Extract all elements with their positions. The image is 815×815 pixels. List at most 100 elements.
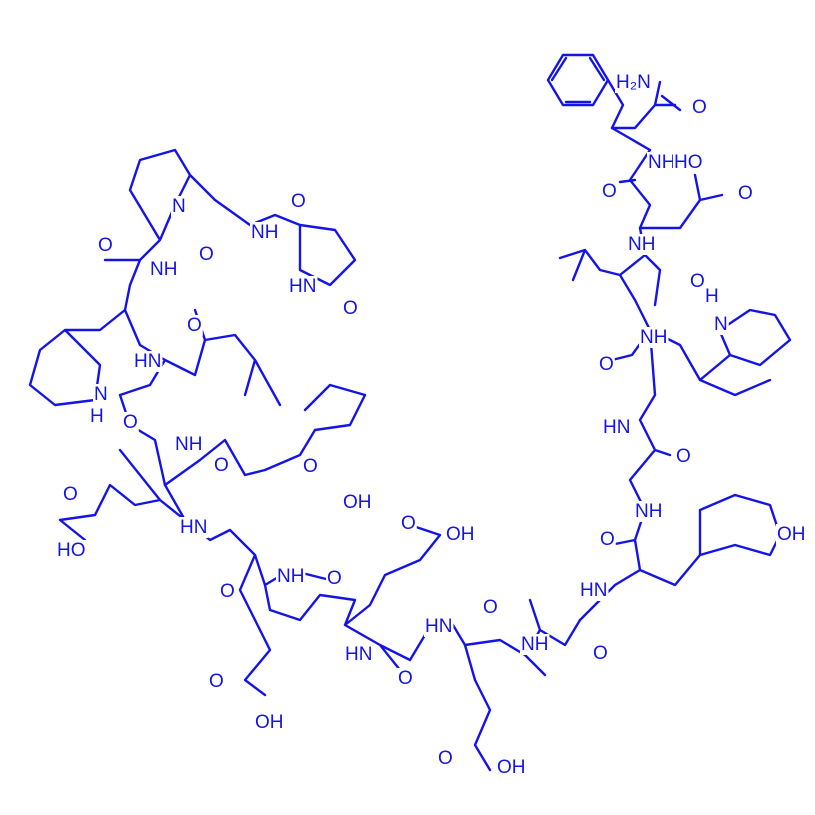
atom-label-background bbox=[579, 580, 609, 601]
atom-label-background bbox=[602, 417, 632, 438]
atom-label: NH bbox=[521, 634, 548, 655]
atom-label: O bbox=[602, 181, 617, 202]
atom-label-background bbox=[93, 384, 109, 405]
atom-label-background bbox=[302, 456, 319, 477]
bond-group-6 bbox=[578, 493, 782, 622]
atom-label-background bbox=[615, 72, 652, 93]
atom-label-background bbox=[89, 406, 105, 427]
atom-label: O bbox=[327, 568, 342, 589]
atom-label-background bbox=[342, 298, 359, 319]
atom-label-background bbox=[424, 616, 454, 637]
atom-label: O bbox=[214, 455, 229, 476]
atom-label-background bbox=[186, 315, 203, 336]
atom-label: H bbox=[705, 286, 719, 307]
atom-label-background bbox=[174, 434, 204, 455]
atom-label: NH bbox=[150, 259, 177, 280]
atom-label: HO bbox=[674, 152, 703, 173]
atom-label: NH bbox=[277, 566, 304, 587]
atom-label: HN bbox=[289, 276, 316, 297]
atom-label-background bbox=[213, 455, 230, 476]
atom-label: NH bbox=[628, 234, 655, 255]
atom-label-background bbox=[62, 484, 79, 505]
atom-label: O bbox=[599, 354, 614, 375]
bond-group-2 bbox=[610, 126, 724, 230]
bond-group-1 bbox=[606, 78, 682, 130]
atom-label-background bbox=[673, 152, 704, 173]
atom-label: NH bbox=[640, 327, 667, 348]
atom-label: O bbox=[690, 271, 705, 292]
bond-group-9 bbox=[163, 383, 367, 587]
atom-label: OH bbox=[777, 524, 806, 545]
atom-label: O bbox=[303, 456, 318, 477]
atom-label: HN bbox=[134, 351, 161, 372]
atom-label-background bbox=[133, 351, 163, 372]
atom-label: O bbox=[738, 183, 753, 204]
atom-label-background bbox=[179, 517, 209, 538]
atom-label-background bbox=[776, 524, 807, 545]
atom-label: O bbox=[63, 484, 78, 505]
atom-label: N bbox=[172, 196, 186, 217]
atom-label: NH bbox=[635, 501, 662, 522]
atom-label: O bbox=[291, 191, 306, 212]
bond-group-10 bbox=[58, 448, 272, 697]
bond-group-0 bbox=[546, 53, 610, 107]
atom-label-background bbox=[149, 259, 179, 280]
atom-label: O bbox=[401, 513, 416, 534]
atom-label: OH bbox=[343, 492, 372, 513]
atom-label-background bbox=[290, 191, 307, 212]
atom-label-background bbox=[520, 634, 550, 655]
atom-label-background bbox=[496, 757, 527, 775]
atom-label-background bbox=[445, 524, 476, 545]
atom-label-background bbox=[704, 286, 720, 307]
atom-label: OH bbox=[497, 757, 526, 775]
atom-label-background bbox=[601, 181, 618, 202]
atom-label: N bbox=[714, 314, 728, 335]
bond-group-11 bbox=[28, 308, 282, 487]
atom-label-background bbox=[219, 581, 236, 602]
atom-label: OH bbox=[446, 524, 475, 545]
atom-label: O bbox=[199, 244, 214, 265]
atom-label-background bbox=[97, 235, 114, 256]
atom-label: O bbox=[187, 315, 202, 336]
atom-label: H₂N bbox=[616, 72, 651, 93]
atom-label-background bbox=[250, 222, 280, 243]
atom-label-background bbox=[122, 412, 139, 433]
atom-label-background bbox=[276, 566, 306, 587]
atom-label: O bbox=[483, 597, 498, 618]
atom-label: O bbox=[209, 671, 224, 692]
atom-label: O bbox=[98, 235, 113, 256]
atom-label: O bbox=[692, 97, 707, 118]
atom-label: NH bbox=[251, 222, 278, 243]
atom-label: O bbox=[220, 581, 235, 602]
atom-label: O bbox=[600, 529, 615, 550]
atom-label-background bbox=[342, 492, 373, 513]
atom-label-background bbox=[482, 597, 499, 618]
atom-label: NH bbox=[175, 434, 202, 455]
atom-label-background bbox=[437, 748, 454, 769]
atom-label: NH bbox=[648, 152, 675, 173]
atom-label: HO bbox=[57, 540, 86, 561]
atom-label-background bbox=[397, 668, 414, 689]
atom-label-background bbox=[634, 501, 664, 522]
atom-label-background bbox=[689, 271, 706, 292]
atom-label-background bbox=[344, 644, 374, 665]
atom-label-background bbox=[400, 513, 417, 534]
atom-label-background bbox=[598, 354, 615, 375]
atom-label: HN bbox=[180, 517, 207, 538]
atom-label: HN bbox=[345, 644, 372, 665]
atom-label: O bbox=[593, 643, 608, 664]
atom-label: H bbox=[90, 406, 104, 427]
atom-label: O bbox=[123, 412, 138, 433]
atom-label: HN bbox=[603, 417, 630, 438]
atom-label-background bbox=[639, 327, 669, 348]
atom-label: N bbox=[94, 384, 108, 405]
bond-group-12 bbox=[103, 148, 357, 312]
atom-label-background bbox=[288, 276, 318, 297]
atom-label: HN bbox=[580, 580, 607, 601]
atom-label-background bbox=[599, 529, 616, 550]
atom-label-background bbox=[592, 643, 609, 664]
atom-label-background bbox=[56, 540, 87, 561]
